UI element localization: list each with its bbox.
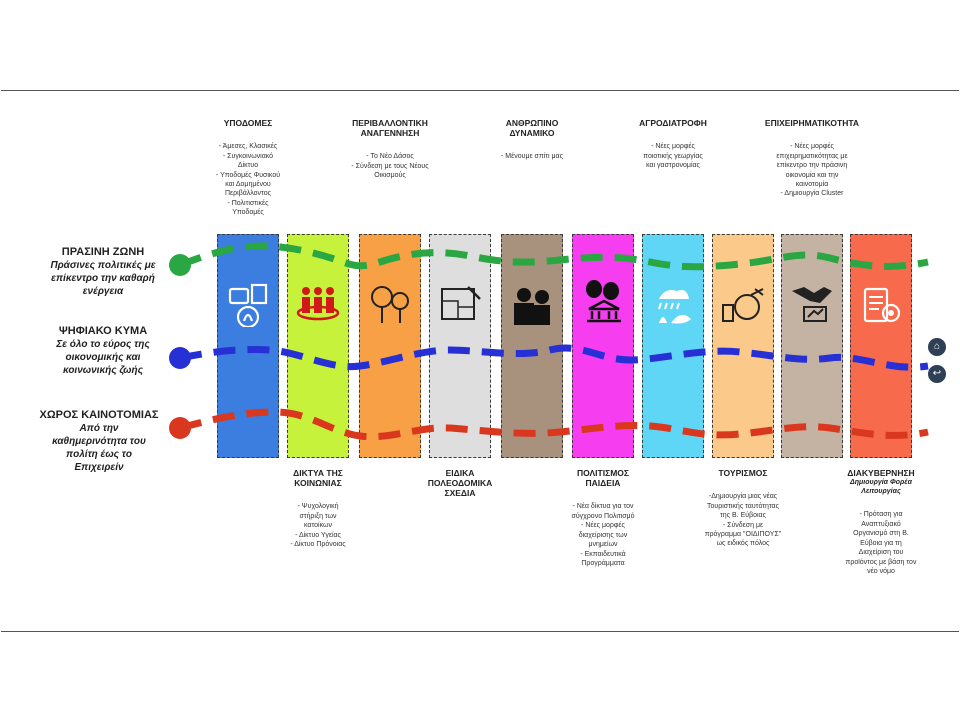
column-text-8: ΤΟΥΡΙΣΜΟΣ -Δημιουργία μιας νέας Τουριστικ… [684,468,802,549]
tourism-icon [722,288,764,322]
trees-icon [371,286,409,323]
column-title: ΠΟΛΙΤΙΣΜΟΣ ΠΑΙΔΕΙΑ [576,468,629,489]
return-icon[interactable]: ↩ [928,365,946,383]
column-bar-8 [712,234,774,458]
column-desc: - Νέες μορφές επιχειρηματικότητας με επί… [776,143,848,198]
blue-dot [169,347,191,369]
column-bar-9 [781,234,843,458]
column-desc: - Ψυχολογική στήριξη των κατοίκων - Δίκτ… [290,503,346,549]
column-bar-4 [429,234,491,458]
column-desc: -Δημιουργία μιας νέας Τουριστικής ταυτότ… [704,493,782,548]
column-desc: - Άμεσες, Κλασικές - Συγκοινωνιακό Δίκτυ… [215,143,281,217]
governance-icon [863,287,901,323]
column-text-7: ΑΓΡΟΔΙΑΤΡΟΦΗ - Νέες μορφές ποιοτικής γεωρ… [614,118,732,171]
zone-red-title: ΧΩΡΟΣ ΚΑΙΝΟΤΟΜΙΑΣ [39,409,159,421]
business-icon [792,287,832,322]
column-title: ΔΙΚΤΥΑ ΤΗΣ ΚΟΙΝΩΝΙΑΣ [293,468,343,489]
zone-blue-title: ΨΗΦΙΑΚΟ ΚΥΜΑ [58,325,148,337]
column-text-6: ΠΟΛΙΤΙΣΜΟΣ ΠΑΙΔΕΙΑ - Νέα δίκτυα για τον σ… [544,468,662,568]
zone-red: ΧΩΡΟΣ ΚΑΙΝΟΤΟΜΙΑΣ Από την καθημερινότητα… [24,409,174,474]
zone-red-desc: Από την καθημερινότητα του πολίτη έως το… [52,423,146,474]
workers-icon [514,288,550,325]
green-dot [169,254,191,276]
home-icon[interactable]: ⌂ [928,338,946,356]
community-icon [296,287,340,321]
column-title: ΥΠΟΔΟΜΕΣ [223,118,273,128]
column-text-4: ΕΙΔΙΚΑ ΠΟΛΕΟΔΟΜΙΚΑ ΣΧΕΔΙΑ [401,468,519,513]
culture-icon [586,280,621,323]
column-bar-3 [359,234,421,458]
column-text-3: ΠΕΡΙΒΑΛΛΟΝΤΙΚΗ ΑΝΑΓΕΝΝΗΣΗ - Το Νέο Δάσος … [331,118,449,181]
column-text-1: ΥΠΟΔΟΜΕΣ - Άμεσες, Κλασικές - Συγκοινωνια… [189,118,307,218]
column-desc: - Νέες μορφές ποιοτικής γεωργίας και γασ… [643,143,703,170]
red-dot [169,417,191,439]
column-bar-7 [642,234,704,458]
column-title: ΤΟΥΡΙΣΜΟΣ [718,468,768,478]
infrastructure-icon [228,283,268,327]
zone-green-desc: Πράσινες πολιτικές με επίκεντρο την καθα… [50,260,156,298]
column-title: ΠΕΡΙΒΑΛΛΟΝΤΙΚΗ ΑΝΑΓΕΝΝΗΣΗ [352,118,428,139]
column-subtitle: Δημιουργία Φορέα Λειτουργίας [850,479,912,496]
zone-green: ΠΡΑΣΙΝΗ ΖΩΝΗ Πράσινες πολιτικές με επίκε… [28,246,178,298]
green-line [178,242,929,271]
zone-blue-desc: Σε όλο το εύρος της οικονομικής και κοιν… [56,339,150,377]
column-bar-6 [572,234,634,458]
zone-green-title: ΠΡΑΣΙΝΗ ΖΩΝΗ [61,246,145,258]
blueprint-icon [441,286,481,320]
blue-line [179,344,929,371]
column-text-9: ΕΠΙΧΕΙΡΗΜΑΤΙΚΟΤΗΤΑ - Νέες μορφές επιχειρη… [753,118,871,199]
column-desc: - Το Νέο Δάσος - Σύνδεση με τους Νέους Ο… [351,153,429,180]
column-desc: - Μένουμε σπίτι μας [501,153,563,161]
red-line [179,408,929,441]
column-text-2: ΔΙΚΤΥΑ ΤΗΣ ΚΟΙΝΩΝΙΑΣ - Ψυχολογική στήριξη… [259,468,377,550]
column-title: ΔΙΑΚΥΒΕΡΝΗΣΗ [847,468,915,478]
column-desc: - Πρόταση για Αναπτυξιακό Οργανισμό στη … [845,511,917,575]
column-desc: - Νέα δίκτυα για τον σύγχρονο Πολιτισμό … [571,503,635,567]
column-title: ΑΓΡΟΔΙΑΤΡΟΦΗ [639,118,707,128]
column-bar-10 [850,234,912,458]
column-title: ΑΝΘΡΩΠΙΝΟ ΔΥΝΑΜΙΚΟ [505,118,559,139]
column-title: ΕΠΙΧΕΙΡΗΜΑΤΙΚΟΤΗΤΑ [764,118,860,128]
agriculture-icon [658,290,691,324]
zone-blue: ΨΗΦΙΑΚΟ ΚΥΜΑ Σε όλο το εύρος της οικονομ… [28,325,178,377]
column-title: ΕΙΔΙΚΑ ΠΟΛΕΟΔΟΜΙΚΑ ΣΧΕΔΙΑ [427,468,493,499]
column-text-5: ΑΝΘΡΩΠΙΝΟ ΔΥΝΑΜΙΚΟ - Μένουμε σπίτι μας [473,118,591,162]
column-bar-1 [217,234,279,458]
